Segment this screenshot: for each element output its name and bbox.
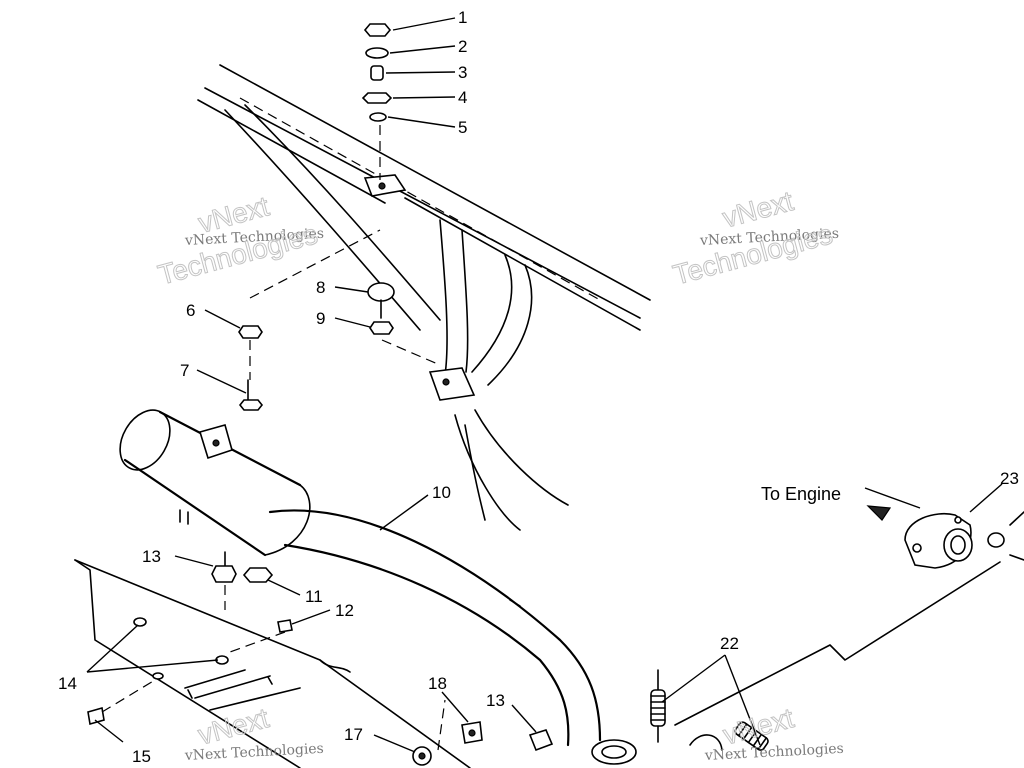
fasteners-lower: [87, 679, 554, 766]
svg-text:vNext Technologies: vNext Technologies: [183, 741, 324, 764]
leader-lines: [86, 17, 1003, 753]
watermark-bottom-left: vNext vNext Technologies: [183, 702, 324, 764]
to-engine-label: To Engine: [761, 484, 841, 504]
engine-flange: [674, 511, 1024, 726]
to-engine-arrow: [864, 487, 921, 521]
callout-18: 18: [428, 674, 447, 693]
callout-13-left: 13: [142, 547, 161, 566]
mount-hardware-left: [238, 229, 381, 411]
callout-17: 17: [344, 725, 363, 744]
callout-2: 2: [458, 37, 467, 56]
locknut-part: [361, 92, 393, 104]
callout-4: 4: [458, 88, 467, 107]
svg-text:vNext: vNext: [719, 185, 796, 234]
callout-11: 11: [305, 587, 323, 606]
bushing-part: [370, 65, 384, 81]
callout-3: 3: [458, 63, 467, 82]
callout-1: 1: [458, 8, 467, 27]
muffler-end-cap: [119, 409, 171, 471]
callout-10: 10: [432, 483, 451, 502]
svg-text:vNext Technologies: vNext Technologies: [699, 226, 840, 249]
callout-12: 12: [335, 601, 354, 620]
callout-5: 5: [458, 118, 467, 137]
callout-numbers: 1 2 3 4 5 6 7 8 9 10 11 12 13 13 14 15 1…: [58, 8, 1019, 766]
hardware-stack: [361, 23, 393, 180]
callout-7: 7: [180, 361, 189, 380]
watermark-right: vNext vNext Technologies Technologies: [669, 185, 840, 291]
callout-15: 15: [132, 747, 151, 766]
watermark-left: vNext vNext Technologies Technologies: [154, 190, 325, 291]
callout-8: 8: [316, 278, 325, 297]
callout-14: 14: [58, 674, 77, 693]
svg-text:Technologies: Technologies: [670, 218, 836, 290]
svg-text:vNext Technologies: vNext Technologies: [184, 226, 325, 249]
lower-mount-bracket: [428, 367, 476, 401]
grommet-hardware: [367, 282, 441, 366]
callout-22: 22: [720, 634, 739, 653]
callout-23: 23: [1000, 469, 1019, 488]
watermark-bottom-right: vNext vNext Technologies: [703, 702, 844, 764]
upper-mount-bracket: [363, 174, 407, 197]
lockwasher-part: [369, 112, 387, 122]
callout-9: 9: [316, 309, 325, 328]
frame-rails: [197, 64, 651, 531]
nut-part: [363, 23, 392, 37]
muffler-assembly: [119, 409, 637, 765]
callout-6: 6: [186, 301, 195, 320]
heat-shield: [74, 559, 471, 768]
grommet-part: [367, 282, 395, 302]
callout-13-right: 13: [486, 691, 505, 710]
fasteners-center: [211, 551, 293, 653]
washer-part: [365, 47, 389, 59]
svg-text:vNext Technologies: vNext Technologies: [703, 741, 844, 764]
